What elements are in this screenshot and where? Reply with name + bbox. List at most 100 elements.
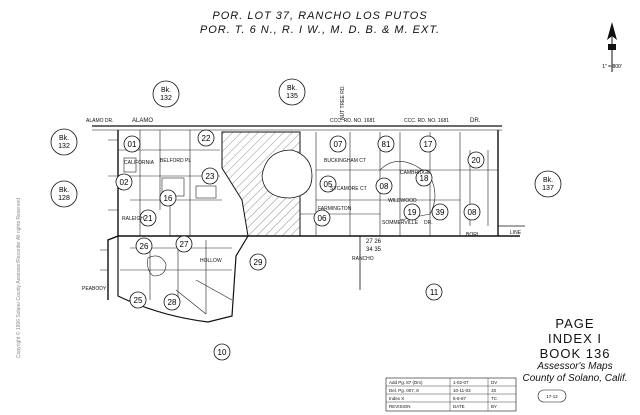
page-circle-label: 25: [134, 296, 143, 305]
street-label: BUCKINGHAM CT: [324, 158, 366, 164]
page-circle: 39: [431, 203, 449, 221]
road-ticks: [100, 139, 118, 271]
page-circle-label: 81: [382, 140, 391, 149]
street-label: HOLLOW: [200, 258, 222, 264]
street-label: BORL: [466, 232, 480, 238]
page-circle-label: 26: [140, 242, 149, 251]
svg-text:132: 132: [58, 143, 70, 150]
street-label: SOMMERVILLE: [382, 220, 419, 226]
page-circle: 17: [419, 135, 437, 153]
page-circle-label: 07: [334, 140, 343, 149]
page-circle: 25: [129, 291, 147, 309]
index-label: INDEX I: [548, 331, 602, 346]
street-label: BELFORD PL: [160, 158, 191, 164]
street-label: PEABODY: [82, 286, 107, 292]
book-ref-circles: Bk.132 Bk.135 Bk.132 Bk.128 Bk.137: [50, 78, 562, 208]
street-label: FARMINGTON: [318, 206, 352, 212]
revision-cell: DV: [491, 380, 497, 385]
page-circle-label: 22: [202, 134, 211, 143]
street-label: CAMBRIDGE: [400, 170, 431, 176]
page-box-label: 17-12: [546, 394, 558, 399]
street-label: 27 26: [366, 239, 382, 245]
street-label: 34 35: [366, 247, 382, 253]
page-circle: 18: [415, 169, 433, 187]
page-circle-label: 17: [424, 140, 433, 149]
page-circle: 19: [403, 203, 421, 221]
page-circle: 22: [197, 129, 215, 147]
page-circle-label: 27: [180, 240, 189, 249]
page-circle: 16: [159, 189, 177, 207]
street-label: CCC. RD. NO. 1681: [404, 118, 449, 124]
page-circle: 21: [139, 209, 157, 227]
street-label: DR.: [424, 220, 433, 226]
map-scale: 1" = 800': [602, 64, 622, 70]
street-label: RALEIGH: [122, 216, 144, 222]
page-circle-label: 08: [380, 182, 389, 191]
hatched-parcel: [221, 131, 313, 237]
page-circle: 05: [319, 175, 337, 193]
street-label: SYCAMORE CT: [330, 186, 367, 192]
page-circle: 27: [175, 235, 193, 253]
revision-cell: DATE: [453, 404, 465, 409]
svg-text:135: 135: [286, 93, 298, 100]
street-label: DR.: [470, 118, 481, 124]
revision-cell: REVISION: [389, 404, 411, 409]
revision-cell: JS: [491, 388, 496, 393]
svg-text:132: 132: [160, 95, 172, 102]
svg-text:137: 137: [542, 185, 554, 192]
page-circle: 08: [463, 203, 481, 221]
revision-cell: 5-5-87: [453, 396, 467, 401]
revision-cell: Add Pg. 87 (Dm): [389, 380, 423, 385]
page-circle: 07: [329, 135, 347, 153]
street-label: RANCHO: [352, 256, 374, 262]
street-label: CALIFORNIA: [124, 160, 155, 166]
street-label: ALAMO: [132, 118, 153, 124]
svg-text:128: 128: [58, 195, 70, 202]
street-label: WILDWOOD: [388, 198, 417, 204]
page-index-block: PAGE INDEX I BOOK 136 Assessor's Maps Co…: [520, 316, 630, 385]
copyright-notice: Copyright © 1996 Solano County Assessor/…: [16, 198, 22, 358]
page-circle-label: 10: [218, 348, 227, 357]
map-title-line-1: POR. LOT 37, RANCHO LOS PUTOS: [212, 10, 428, 22]
page-circle: 08: [375, 177, 393, 195]
page-number-circles: 01 02 21 22 23 16 26 27 25 28 29 07 81 17 20 05 08 18 06 19…: [115, 129, 485, 361]
page-circle-label: 05: [324, 180, 333, 189]
page-circle: 01: [123, 135, 141, 153]
page-circle: 20: [467, 151, 485, 169]
svg-text:Bk.: Bk.: [161, 87, 171, 94]
page-circle-label: 02: [120, 178, 129, 187]
street-label: LINE: [510, 230, 522, 236]
page-circle-label: 11: [430, 288, 439, 297]
svg-text:Bk.: Bk.: [59, 187, 69, 194]
page-circle-label: 29: [254, 258, 263, 267]
street-label: NUT TREE RD.: [340, 85, 346, 120]
book-ref: Bk.135: [278, 78, 306, 106]
street-label: CCC. RD. NO. 1681: [330, 118, 375, 124]
page-label: PAGE: [555, 316, 595, 331]
page-circle: 06: [313, 209, 331, 227]
page-circle: 02: [115, 173, 133, 191]
page-circle-label: 06: [318, 214, 327, 223]
revision-cell: 1-02-07: [453, 380, 469, 385]
page-circle-label: 20: [472, 156, 481, 165]
page-circle: 26: [135, 237, 153, 255]
county-label: County of Solano, Calif.: [522, 373, 628, 384]
page-circle-label: 19: [408, 208, 417, 217]
book-ref: Bk.128: [50, 180, 78, 208]
page-circle: 28: [163, 293, 181, 311]
page-circle: 11: [425, 283, 443, 301]
page-circle-label: 18: [420, 174, 429, 183]
revision-cell: BY: [491, 404, 497, 409]
svg-text:Bk.: Bk.: [287, 85, 297, 92]
revision-cell: TC: [491, 396, 498, 401]
book-ref: Bk.137: [534, 170, 562, 198]
svg-text:Bk.: Bk.: [543, 177, 553, 184]
page-circle-label: 39: [436, 208, 445, 217]
map-title-line-2: POR. T. 6 N., R. I W., M. D. B. & M. EXT…: [199, 24, 441, 36]
page-circle-label: 28: [168, 298, 177, 307]
page-circle: 23: [201, 167, 219, 185]
page-circle-label: 16: [164, 194, 173, 203]
north-arrow-icon: 1" = 800': [602, 22, 622, 72]
